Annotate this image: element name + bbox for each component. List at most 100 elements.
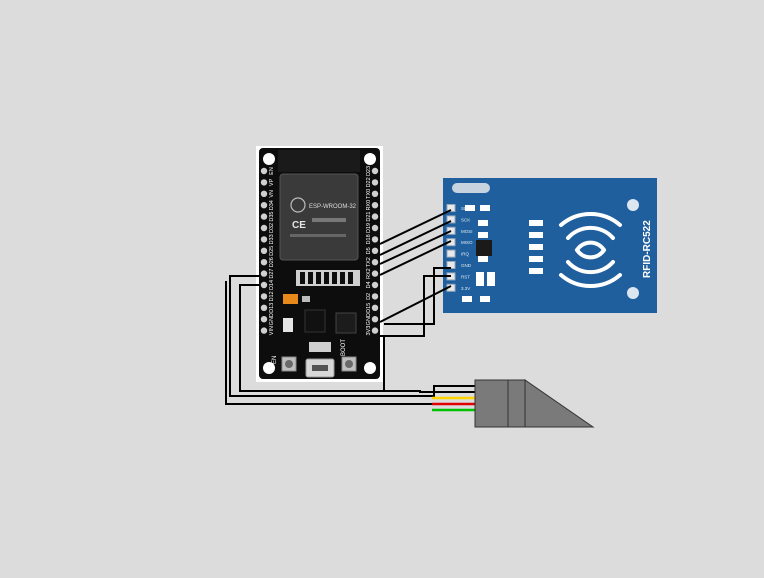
module-label: ESP-WROOM-32 [309,204,357,210]
esp32-pin-label: D21 [366,212,372,222]
esp32-pin-label: D4 [366,281,372,288]
rfid-antenna-icon [559,211,622,289]
mounting-hole [627,287,639,299]
rfid-pin-label: MISO [461,240,473,245]
esp32-pin-d34 [260,202,268,209]
esp32-pin-label: VP [269,178,275,186]
esp32-pin-label: EN [269,167,275,175]
esp32-pin-d26 [260,259,268,266]
esp32-pin-d5 [371,247,379,254]
esp32-pin-label: TX0 [366,189,372,199]
boot-button-label: BOOT [341,339,347,356]
solenoid-lock-icon [474,379,595,428]
micro-usb-slot-icon [312,365,328,371]
mounting-hole [364,362,376,374]
wire-mosi [379,230,452,265]
regulator [304,309,326,333]
antenna-area [278,150,360,172]
esp32-pin-label: D15 [366,303,372,313]
esp32-pin-en [260,167,268,175]
esp32-pin-vp [260,179,268,186]
esp32-pin-d22 [371,179,379,186]
smd-component [283,318,293,332]
boot-button-cap-icon [345,360,353,368]
esp32-pin-tx0 [371,190,379,197]
wire-rfid-gnd [384,275,451,337]
esp32-pin-label: TX2 [366,257,372,267]
esp32-pin-label: D22 [366,177,372,187]
wire-sda [379,209,452,245]
esp32-pin-label: D23 [366,166,372,176]
rfid-chip [476,240,492,256]
esp32-pin-vn [260,190,268,197]
rfid-rc522-board: SDASCKMOSIMISOIRQGNDRST3.3V RFID-RC522 [443,178,657,313]
esp32-pin-d4 [371,281,379,289]
esp32-pin-label: D13 [269,303,275,313]
esp32-pin-vin [260,327,268,334]
rfid-pin-label: IRQ [461,252,470,257]
smd-component [302,296,310,302]
esp32-pin-rx2 [371,270,379,277]
wire-lock-black-3 [380,335,385,390]
right-pin-labels: D23D22TX0RX0D21D19D18D5TX2RX2D4D2D15GND3… [366,166,372,336]
module-info-text [290,234,346,237]
esp32-pin-d21 [371,213,379,220]
rfid-pin-sck [446,215,456,224]
wire-miso [379,240,452,276]
esp32-pin-label: GND [366,313,372,325]
lock-body [474,379,526,428]
rfid-filter-components [529,220,543,274]
rfid-pin-label: MOSI [461,229,473,234]
esp32-pin-label: RX2 [366,268,372,279]
esp32-pin-d27 [260,270,268,277]
esp32-pin-d18 [371,236,379,243]
espressif-logo-icon [290,197,306,213]
mounting-hole [627,199,639,211]
esp32-pin-d15 [371,304,379,311]
esp32-pin-label: GND [269,313,275,325]
wire-sck [379,220,452,256]
esp32-pin-label: D18 [366,234,372,244]
esp32-pin-label: VN [269,190,275,198]
esp32-pin-d13 [260,304,268,311]
esp32-pin-d23 [371,167,379,175]
rfid-pcb [443,178,657,313]
wroom-module-shield [279,173,359,261]
esp32-pin-label: D35 [269,212,275,222]
esp32-pin-d33 [260,236,268,243]
rfid-pin-label: SCK [461,217,470,222]
wires [225,209,476,412]
right-pin-header [371,167,379,334]
rfid-pin-irq [446,249,456,258]
mounting-hole [263,153,275,165]
esp32-pin-d2 [371,293,379,300]
esp32-pin-d25 [260,247,268,254]
esp32-pin-d35 [260,213,268,220]
esp32-pin-label: D14 [269,280,275,290]
rfid-pin-sda [446,204,456,212]
en-button-label: EN [272,356,278,364]
usb-uart-chip [335,312,357,334]
esp32-pin-label: D5 [366,247,372,254]
esp32-pin-label: D12 [269,291,275,301]
esp32-pin-label: 3V3 [366,326,372,336]
mounting-hole [364,153,376,165]
left-pin-header [260,167,268,334]
left-pin-labels: ENVPVND34D35D32D33D25D26D27D14D12D13GNDV… [269,167,275,335]
esp32-pin-label: VIN [269,326,275,335]
led [309,342,331,352]
rfid-pin-mosi [446,226,456,235]
module-fcc-text [312,218,346,222]
esp32-pin-label: RX0 [366,200,372,211]
esp32-pin-label: D19 [366,223,372,233]
esp32-pin-gnd [260,316,268,323]
esp32-pin-label: D27 [269,269,275,279]
ce-mark-icon: CE [292,220,306,231]
esp32-board: ESP-WROOM-32 CE ENVPVND34D35D32D33D25D26… [256,146,383,382]
esp32-pin-d14 [260,281,268,289]
lock-latch-wedge [524,379,595,428]
wire-rfid-3v3 [384,267,451,325]
wire-lock-black-4 [225,281,476,405]
